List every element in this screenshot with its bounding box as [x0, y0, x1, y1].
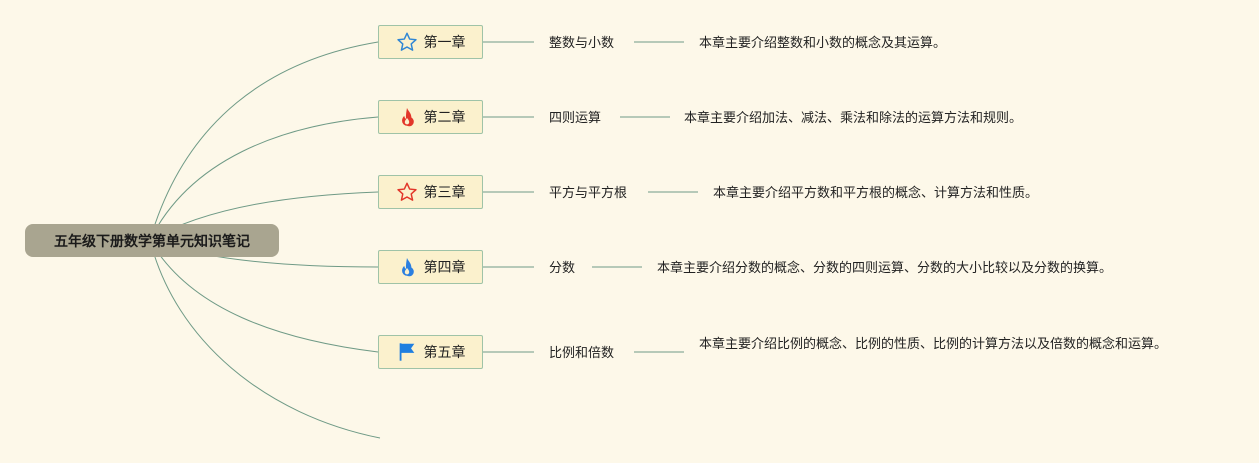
fire-red-icon	[396, 106, 418, 128]
root-node[interactable]: 五年级下册数学第单元知识笔记	[25, 224, 279, 257]
description-4[interactable]: 本章主要介绍分数的概念、分数的四则运算、分数的大小比较以及分数的换算。	[657, 261, 1113, 276]
chapter-label: 第五章	[423, 345, 466, 361]
topic-5[interactable]: 比例和倍数	[549, 346, 615, 361]
chapter-label: 第一章	[423, 35, 466, 51]
chapter-node-4[interactable]: 第四章	[378, 250, 483, 284]
chapter-label: 第二章	[423, 110, 466, 126]
flag-blue-icon	[396, 341, 418, 363]
description-2[interactable]: 本章主要介绍加法、减法、乘法和除法的运算方法和规则。	[684, 111, 1023, 126]
chapter-node-5[interactable]: 第五章	[378, 335, 483, 369]
topic-4[interactable]: 分数	[549, 261, 576, 276]
topic-1[interactable]: 整数与小数	[549, 36, 615, 51]
topic-3[interactable]: 平方与平方根	[549, 186, 628, 201]
description-1[interactable]: 本章主要介绍整数和小数的概念及其运算。	[699, 36, 947, 51]
chapter-node-3[interactable]: 第三章	[378, 175, 483, 209]
star-outline-blue-icon	[396, 31, 418, 53]
chapter-label: 第三章	[423, 185, 466, 201]
root-title: 五年级下册数学第单元知识笔记	[54, 233, 250, 250]
branch-curve-6	[149, 239, 381, 439]
fire-blue-icon	[396, 256, 418, 278]
branch-curve-5	[149, 239, 379, 353]
chapter-node-1[interactable]: 第一章	[378, 25, 483, 59]
description-3[interactable]: 本章主要介绍平方数和平方根的概念、计算方法和性质。	[713, 186, 1039, 201]
description-5[interactable]: 本章主要介绍比例的概念、比例的性质、比例的计算方法以及倍数的概念和运算。	[699, 337, 1168, 352]
branch-curve-2	[149, 116, 379, 241]
topic-2[interactable]: 四则运算	[549, 111, 602, 126]
branch-curve-1	[149, 41, 379, 241]
star-outline-red-icon	[396, 181, 418, 203]
chapter-node-2[interactable]: 第二章	[378, 100, 483, 134]
chapter-label: 第四章	[423, 260, 466, 276]
